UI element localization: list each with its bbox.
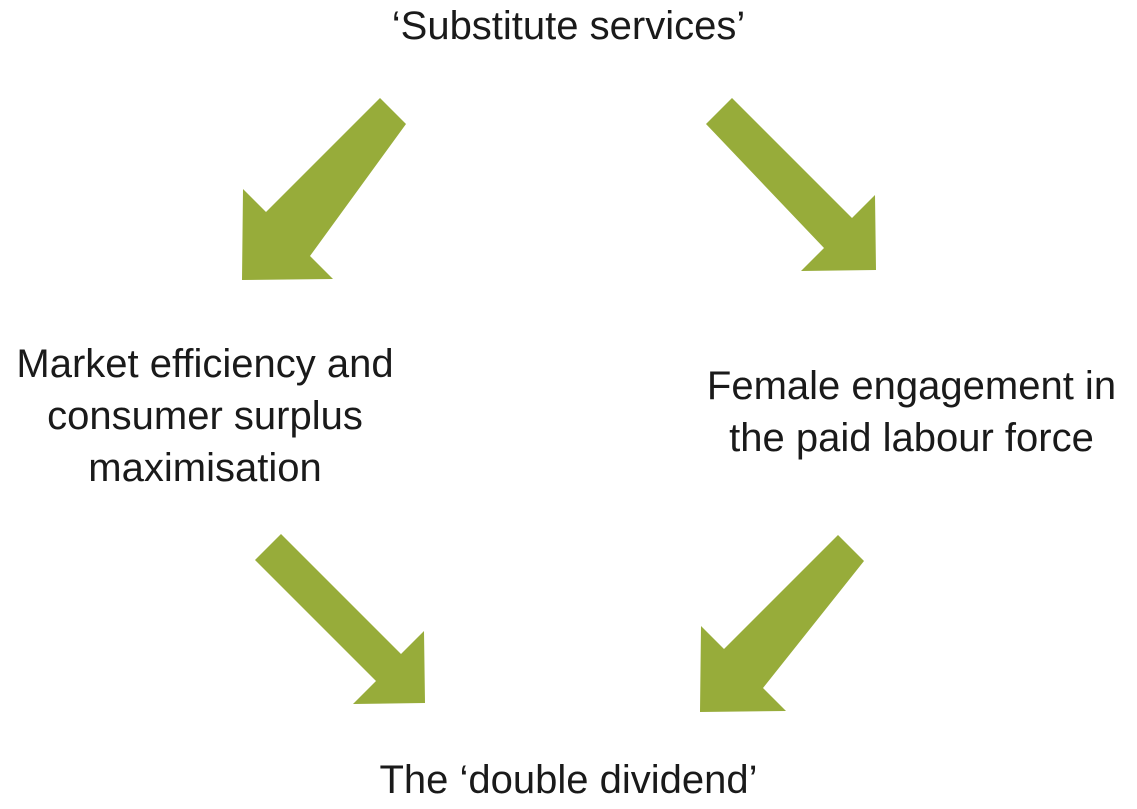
node-label-line: The ‘double dividend’ [379, 758, 758, 802]
node-market-efficiency: Market efficiency and consumer surplus m… [0, 338, 410, 494]
node-label-line: consumer surplus [47, 394, 363, 438]
node-label-line: Female engagement in [706, 364, 1117, 408]
arrow-top-to-right [706, 98, 876, 271]
node-label-line: the paid labour force [729, 416, 1094, 460]
node-substitute-services: ‘Substitute services’ [300, 0, 837, 52]
node-label-line: ‘Substitute services’ [391, 4, 746, 48]
arrow-top-to-left [242, 98, 406, 280]
node-label-line: Market efficiency and [16, 342, 394, 386]
node-label-line: maximisation [88, 446, 322, 490]
arrow-right-to-bottom [700, 535, 864, 712]
node-double-dividend: The ‘double dividend’ [300, 754, 837, 806]
node-female-engagement: Female engagement in the paid labour for… [686, 360, 1137, 464]
arrow-left-to-bottom [255, 534, 425, 704]
